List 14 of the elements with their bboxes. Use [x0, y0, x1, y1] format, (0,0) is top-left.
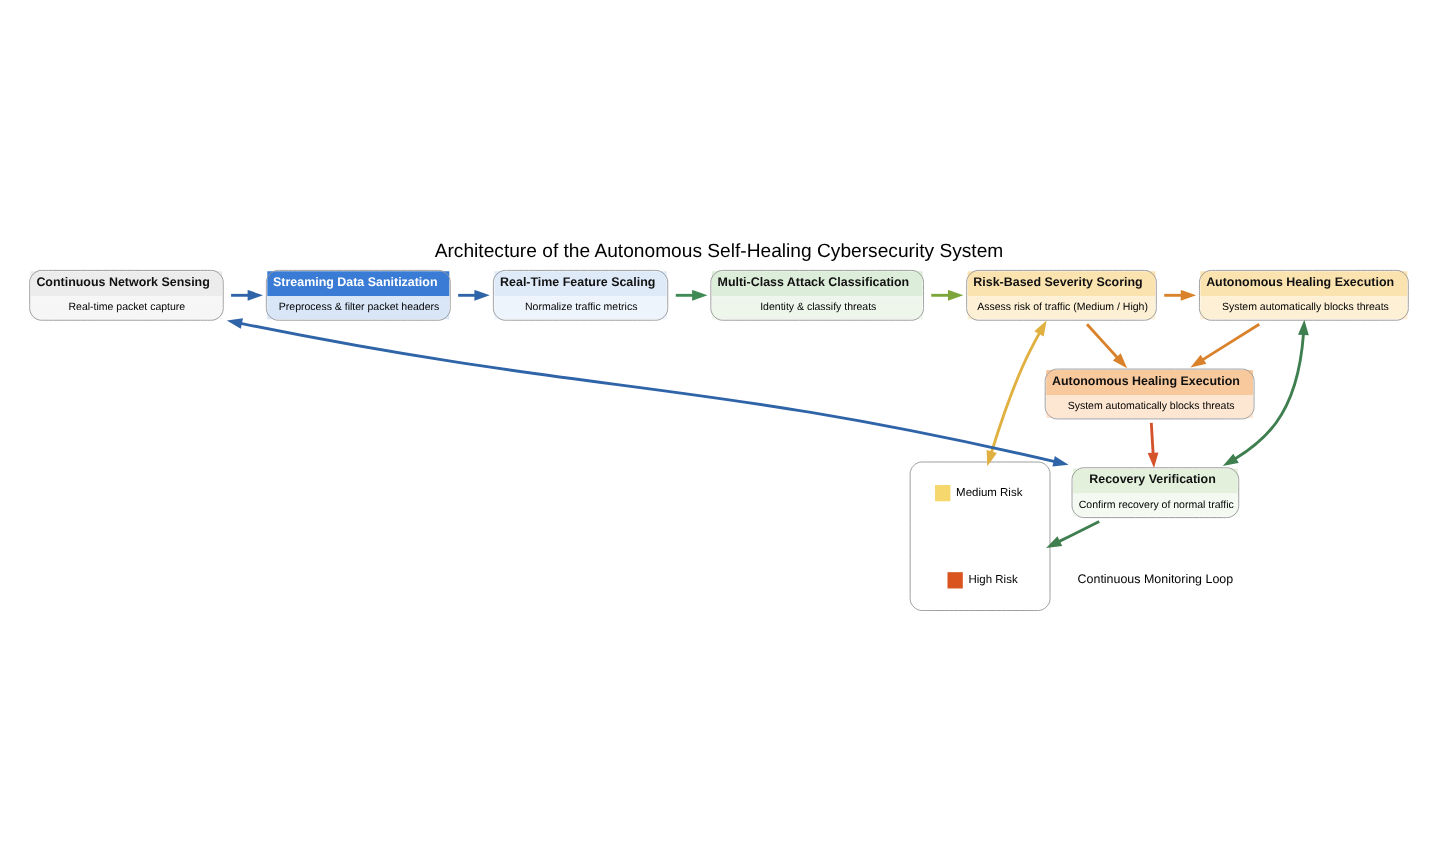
arrow — [1190, 322, 1260, 367]
arrow — [675, 288, 708, 300]
arrow — [1147, 421, 1159, 468]
arrow — [458, 288, 490, 300]
arrow — [1222, 318, 1309, 466]
arrow — [226, 317, 1069, 466]
arrow — [1085, 322, 1128, 368]
node-box — [909, 460, 1051, 610]
arrow — [931, 288, 964, 300]
diagram-title: Architecture of the Autonomous Self-Healing Cybersecurity System — [434, 239, 1004, 262]
arrow — [986, 319, 1047, 466]
arrow — [1046, 519, 1100, 547]
arrow — [1164, 288, 1197, 300]
arrow — [231, 288, 263, 300]
